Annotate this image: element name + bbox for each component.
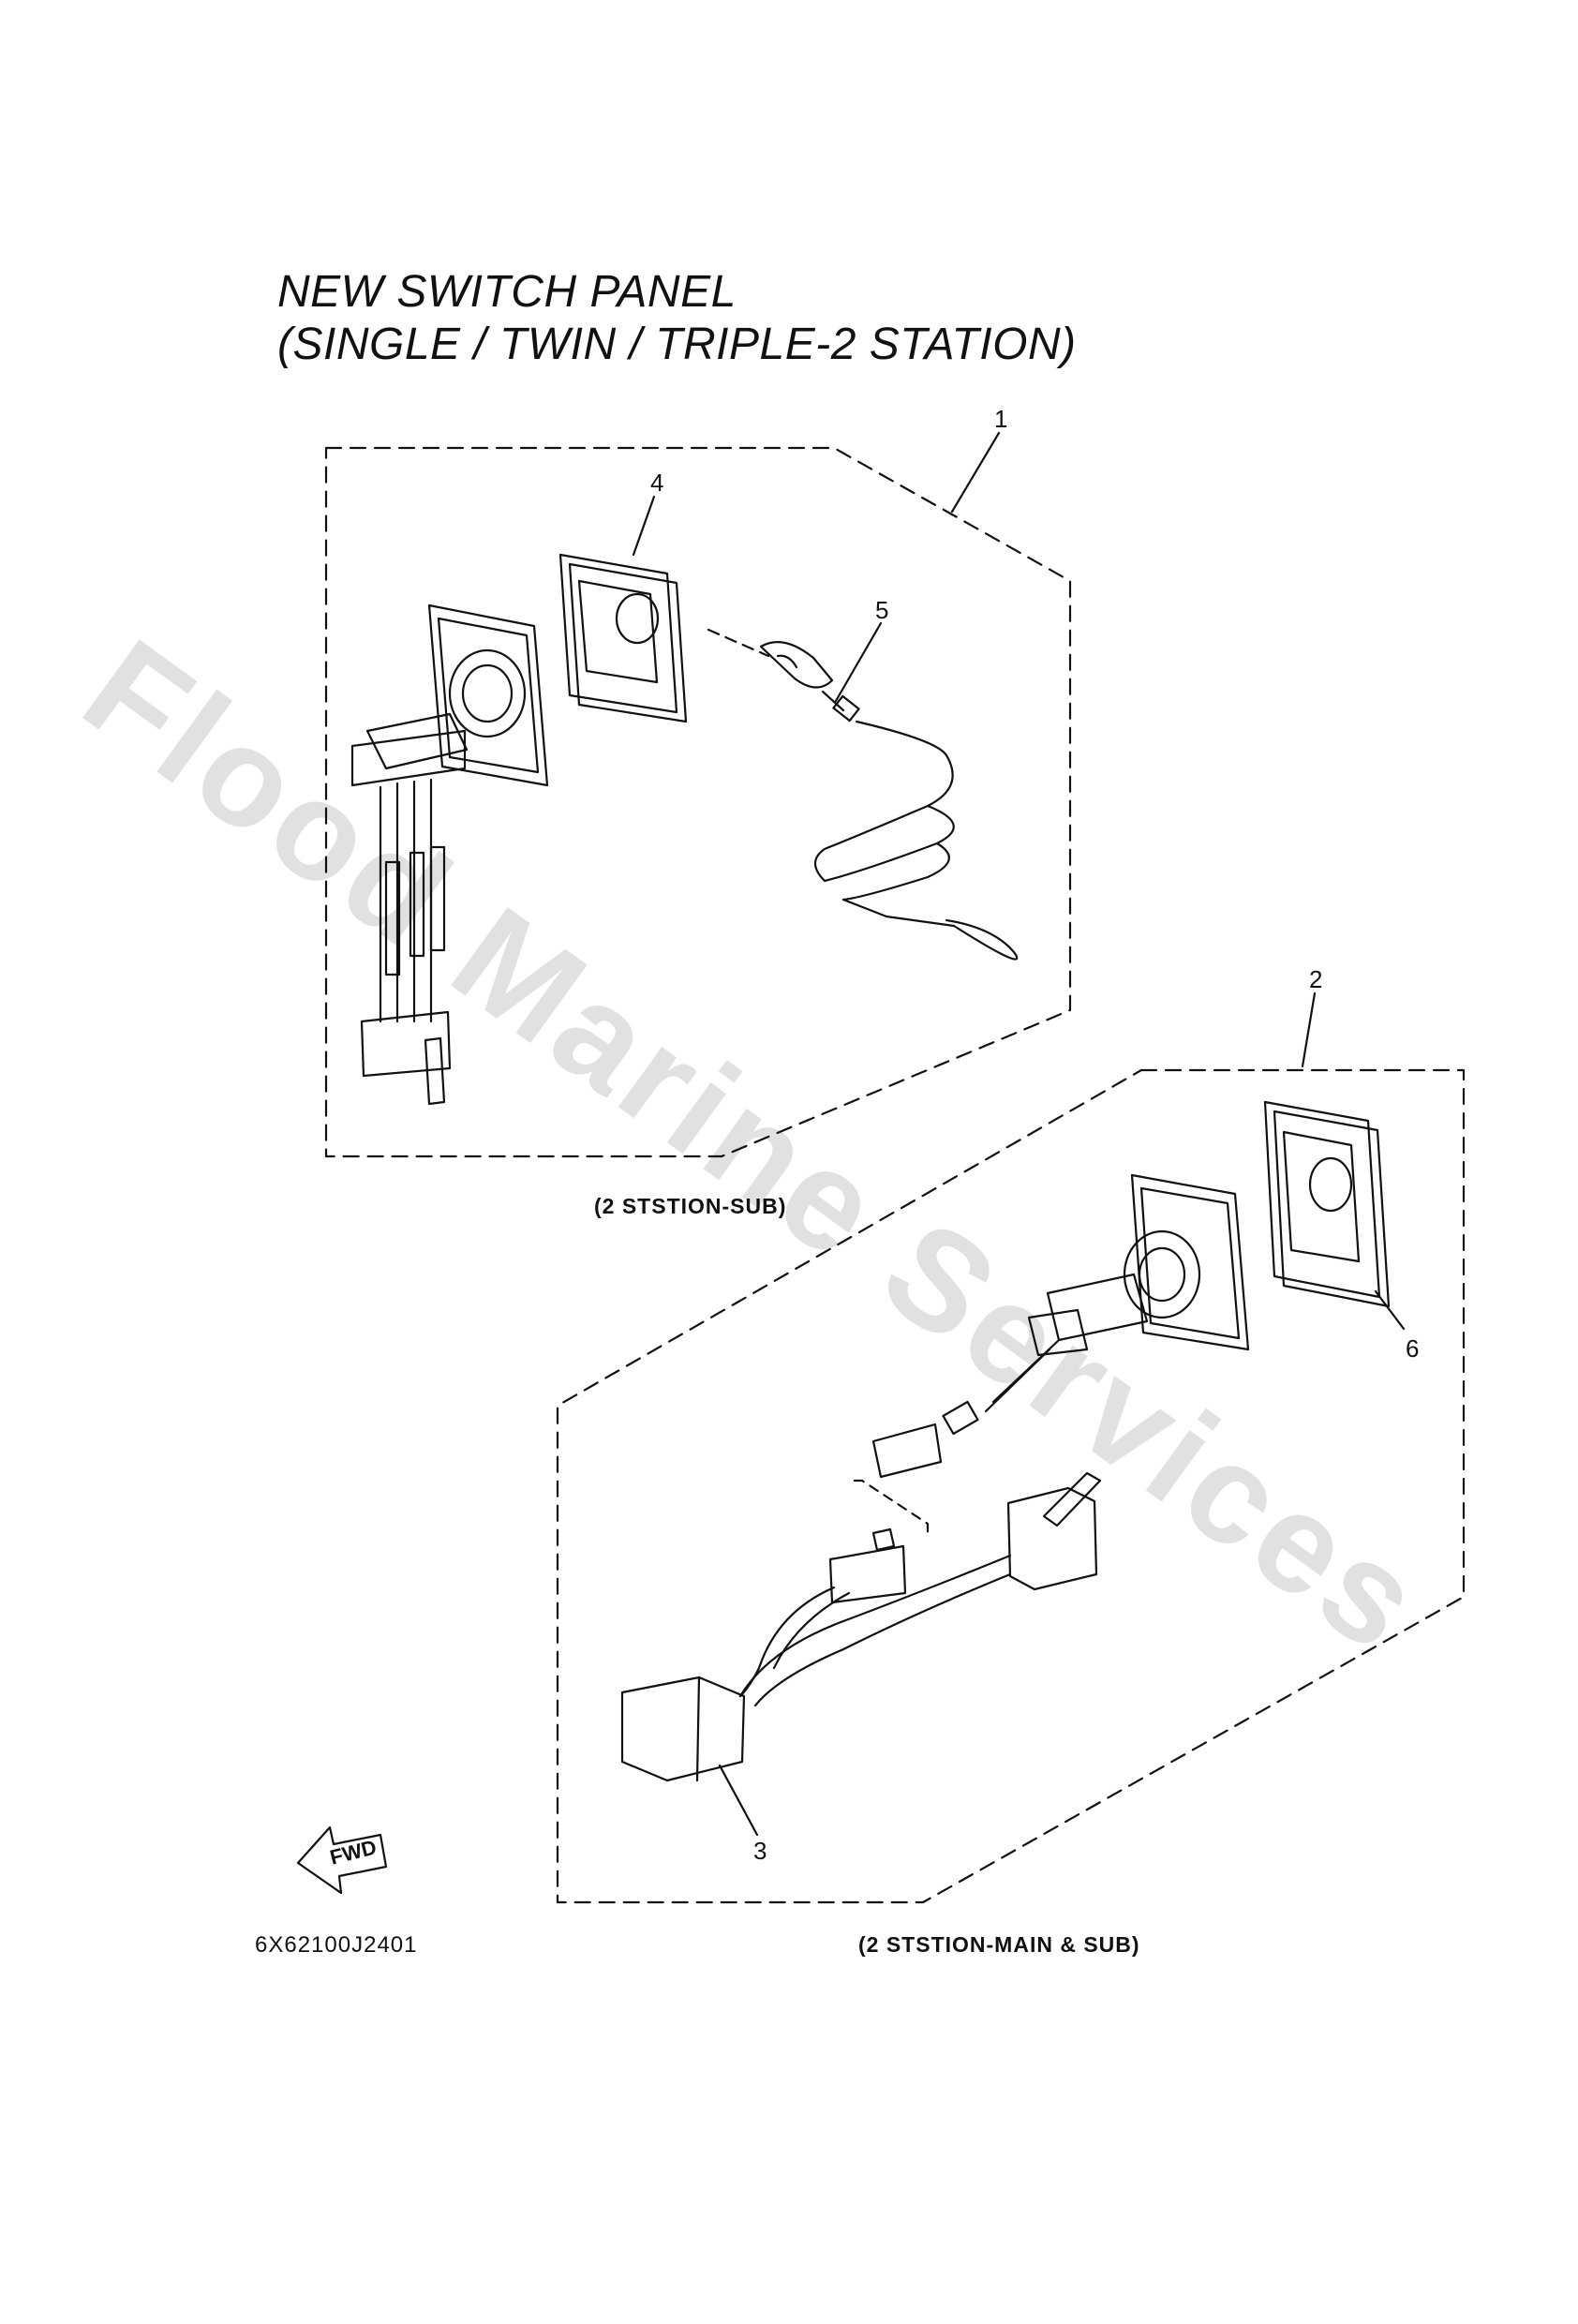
callout-1: 1 <box>994 405 1008 433</box>
leader-4 <box>632 495 656 557</box>
leader-5 <box>834 621 883 703</box>
leader-1 <box>950 431 1001 514</box>
callout-5: 5 <box>875 596 889 624</box>
connector-link <box>853 1479 930 1539</box>
switch-assembly-2 <box>871 1173 1250 1479</box>
callout-3: 3 <box>753 1837 767 1865</box>
part-3-harness <box>620 1471 1102 1782</box>
diagram-title-line2: (SINGLE / TWIN / TRIPLE-2 STATION) <box>277 320 1077 369</box>
part-4-bezel <box>558 553 688 723</box>
leader-3 <box>718 1764 759 1837</box>
callout-2: 2 <box>1309 965 1323 993</box>
drawing-code: 6X62100J2401 <box>255 1932 418 1958</box>
leader-2 <box>1301 991 1317 1068</box>
diagram-title-line1: NEW SWITCH PANEL <box>277 267 737 317</box>
leader-6 <box>1374 1289 1406 1331</box>
group-1-boundary <box>324 446 1072 1158</box>
group-2-boundary <box>556 1068 1466 1904</box>
caption-station-sub: (2 STSTION-SUB) <box>594 1194 787 1218</box>
callout-4: 4 <box>650 469 664 497</box>
switch-assembly-1 <box>350 603 549 1106</box>
fwd-arrow-icon <box>296 1825 388 1895</box>
part-5-lanyard <box>707 628 1019 961</box>
part-6-bezel <box>1263 1100 1391 1308</box>
caption-station-main-sub: (2 STSTION-MAIN & SUB) <box>858 1932 1140 1957</box>
callout-6: 6 <box>1406 1334 1420 1363</box>
